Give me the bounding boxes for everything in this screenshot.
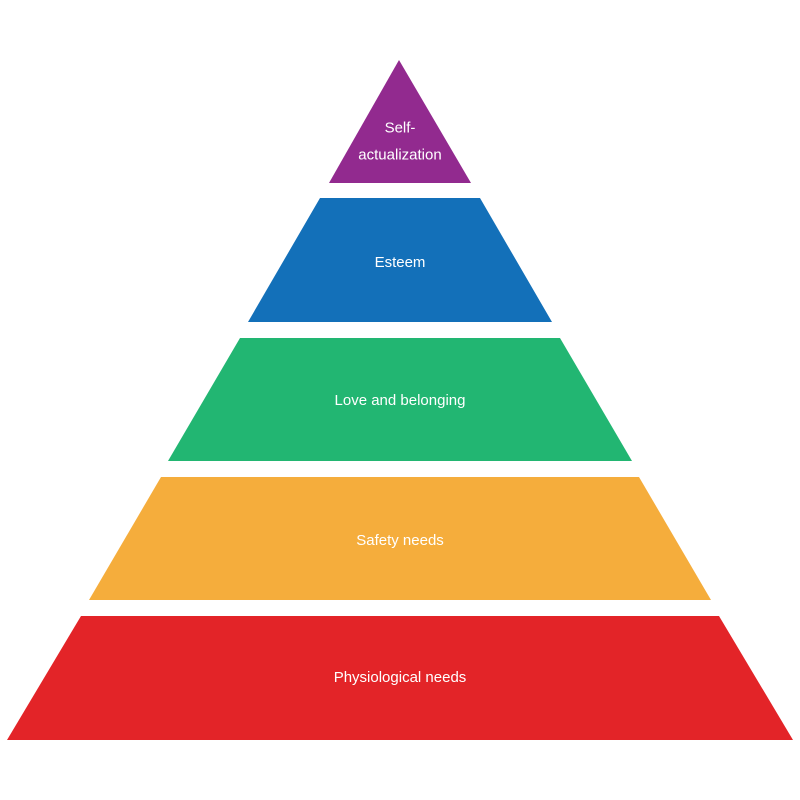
tier-esteem-label: Esteem (375, 254, 426, 271)
tier-love-and-belonging-label: Love and belonging (335, 392, 466, 409)
tier-safety-needs-shape (89, 477, 711, 600)
tier-love-and-belonging: Love and belonging (168, 338, 632, 461)
tier-physiological-needs-label: Physiological needs (334, 669, 467, 686)
tier-esteem: Esteem (248, 198, 552, 322)
tier-safety-needs: Safety needs (89, 477, 711, 600)
tier-love-and-belonging-shape (168, 338, 632, 461)
tier-self-actualization: Self-actualization (329, 60, 471, 183)
tier-safety-needs-label: Safety needs (356, 532, 444, 549)
tier-physiological-needs: Physiological needs (7, 616, 793, 740)
tier-self-actualization-shape (329, 60, 471, 183)
tier-self-actualization-label: actualization (358, 146, 441, 163)
tier-esteem-shape (248, 198, 552, 322)
tier-self-actualization-label: Self- (385, 119, 416, 136)
tier-physiological-needs-shape (7, 616, 793, 740)
